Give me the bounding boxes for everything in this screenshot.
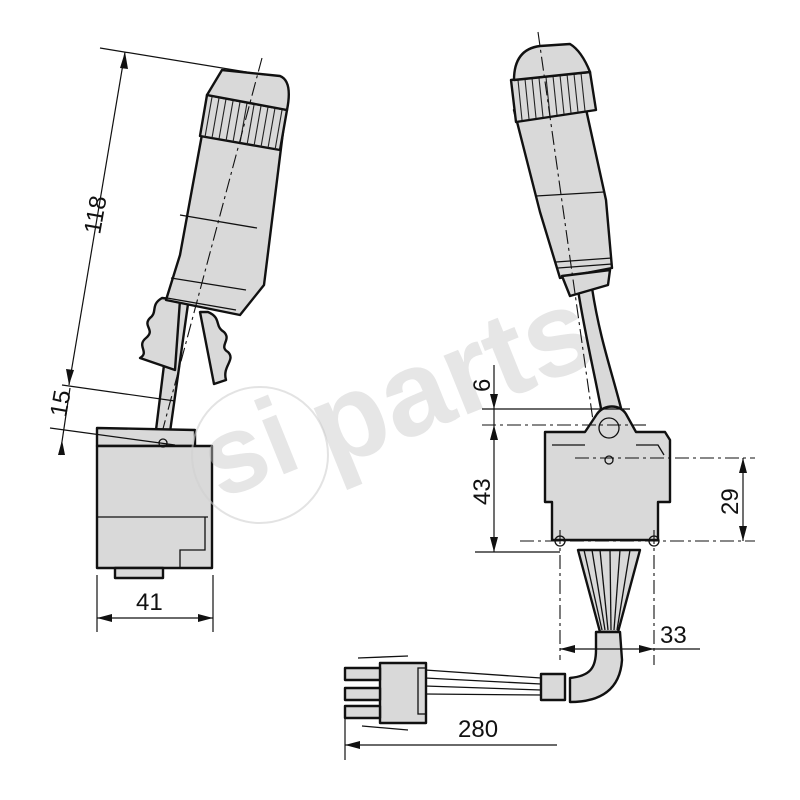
cable-sleeve — [568, 630, 624, 704]
dim-43-label: 43 — [469, 478, 496, 505]
housing-tab — [113, 566, 165, 580]
front-lever-handle — [512, 98, 614, 280]
side-view: 118 15 41 — [45, 47, 290, 632]
front-switch-housing — [543, 405, 672, 542]
dim-280-label: 280 — [458, 716, 498, 743]
knurl-lines — [204, 96, 283, 151]
dim-118-label: 118 — [79, 194, 112, 236]
dim-33-label: 33 — [660, 622, 687, 649]
dim-15-label: 15 — [45, 388, 76, 419]
rubber-boot — [138, 296, 182, 372]
wire-bundle — [576, 548, 642, 634]
pivot-hole — [598, 417, 620, 439]
dim-29-label: 29 — [717, 488, 744, 515]
dim-6-label: 6 — [469, 379, 496, 392]
front-view: 6 43 29 33 280 — [343, 31, 755, 760]
lever-cap — [205, 68, 290, 112]
switch-housing-top — [95, 426, 197, 448]
front-lever-cap — [512, 42, 592, 82]
plug-connector — [343, 655, 428, 731]
dim-118-line — [68, 51, 126, 386]
dim-41-label: 41 — [136, 589, 163, 616]
